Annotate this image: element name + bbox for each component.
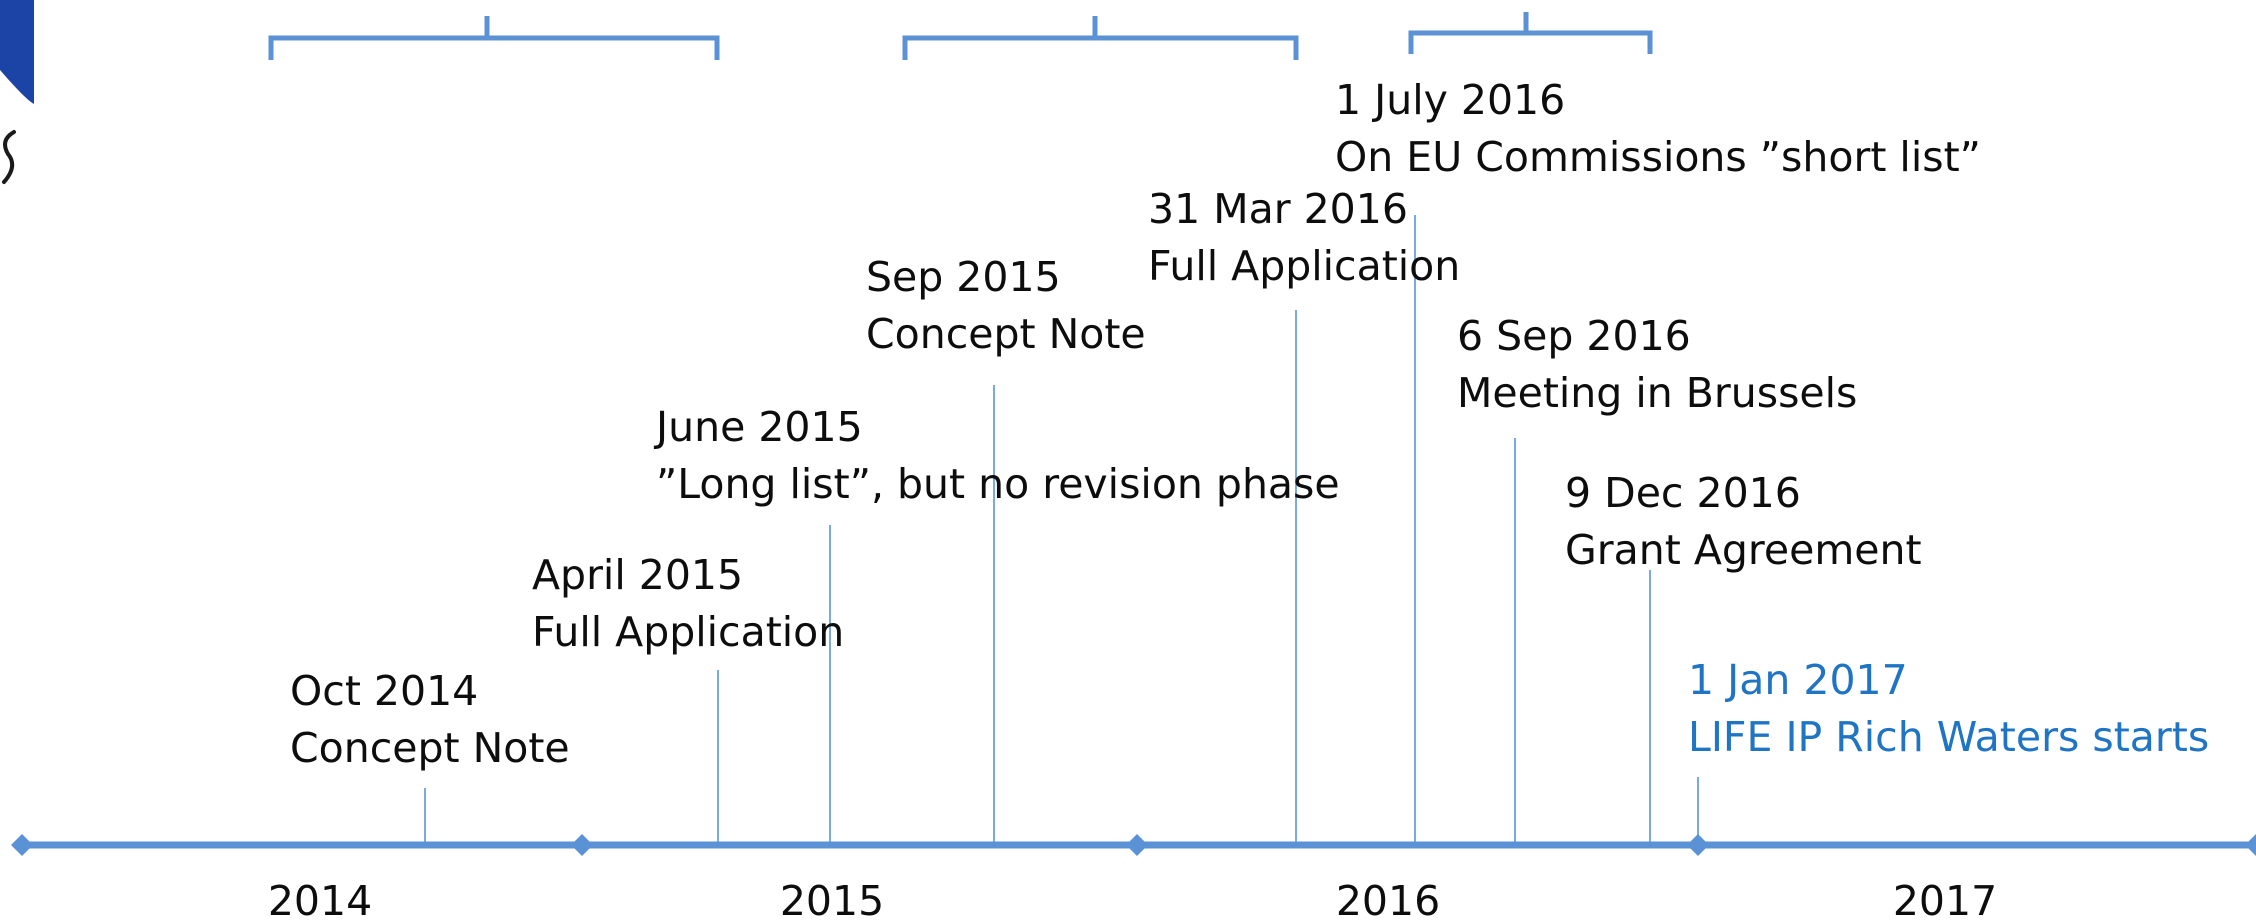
event-june-2015: June 2015 ”Long list”, but no revision p… bbox=[653, 403, 1340, 508]
event-date: 1 Jan 2017 bbox=[1688, 656, 1908, 704]
event-label: Full Application bbox=[532, 608, 844, 656]
year-labels: 2014 2015 2016 2017 bbox=[268, 877, 1997, 922]
event-date: 6 Sep 2016 bbox=[1457, 312, 1691, 360]
axis-tick-start bbox=[11, 834, 33, 856]
phase-brace-2 bbox=[902, 16, 1299, 60]
event-6-sep-2016: 6 Sep 2016 Meeting in Brussels bbox=[1457, 312, 1857, 417]
year-label-2015: 2015 bbox=[780, 877, 884, 922]
phase-brace-3 bbox=[1408, 12, 1653, 54]
event-31-mar-2016: 31 Mar 2016 Full Application bbox=[1148, 185, 1460, 290]
phase-brace-1 bbox=[268, 16, 720, 60]
event-date: 31 Mar 2016 bbox=[1148, 185, 1408, 233]
axis-tick-2015-2016 bbox=[1126, 834, 1148, 856]
event-label: ”Long list”, but no revision phase bbox=[656, 460, 1340, 508]
phase-braces bbox=[268, 12, 1653, 60]
event-date: 9 Dec 2016 bbox=[1565, 469, 1801, 517]
event-label: Full Application bbox=[1148, 242, 1460, 290]
event-oct-2014: Oct 2014 Concept Note bbox=[290, 667, 570, 772]
event-stems bbox=[424, 215, 1699, 845]
year-label-2017: 2017 bbox=[1893, 877, 1997, 922]
event-label: On EU Commissions ”short list” bbox=[1335, 133, 1981, 181]
year-label-2016: 2016 bbox=[1336, 877, 1440, 922]
event-1-jan-2017: 1 Jan 2017 LIFE IP Rich Waters starts bbox=[1688, 656, 2209, 761]
event-date: April 2015 bbox=[532, 551, 743, 599]
axis-tick-end bbox=[2245, 834, 2256, 856]
event-label: Concept Note bbox=[290, 724, 570, 772]
event-date: Sep 2015 bbox=[866, 253, 1061, 301]
axis-tick-2014-2015 bbox=[571, 834, 593, 856]
event-label: Grant Agreement bbox=[1565, 526, 1922, 574]
event-label: Concept Note bbox=[866, 310, 1146, 358]
event-date: Oct 2014 bbox=[290, 667, 478, 715]
event-1-july-2016: 1 July 2016 On EU Commissions ”short lis… bbox=[1335, 76, 1981, 181]
event-sep-2015: Sep 2015 Concept Note bbox=[866, 253, 1146, 358]
event-label: Meeting in Brussels bbox=[1457, 369, 1857, 417]
year-label-2014: 2014 bbox=[268, 877, 372, 922]
logo-fragment bbox=[0, 0, 34, 184]
event-date: 1 July 2016 bbox=[1335, 76, 1565, 124]
event-9-dec-2016: 9 Dec 2016 Grant Agreement bbox=[1565, 469, 1922, 574]
event-date: June 2015 bbox=[653, 403, 863, 451]
event-april-2015: April 2015 Full Application bbox=[532, 551, 844, 656]
timeline-axis bbox=[11, 834, 2256, 856]
logo-shape bbox=[0, 0, 34, 104]
event-label: LIFE IP Rich Waters starts bbox=[1688, 713, 2209, 761]
logo-swash bbox=[2, 130, 16, 184]
axis-tick-2016-2017 bbox=[1687, 834, 1709, 856]
